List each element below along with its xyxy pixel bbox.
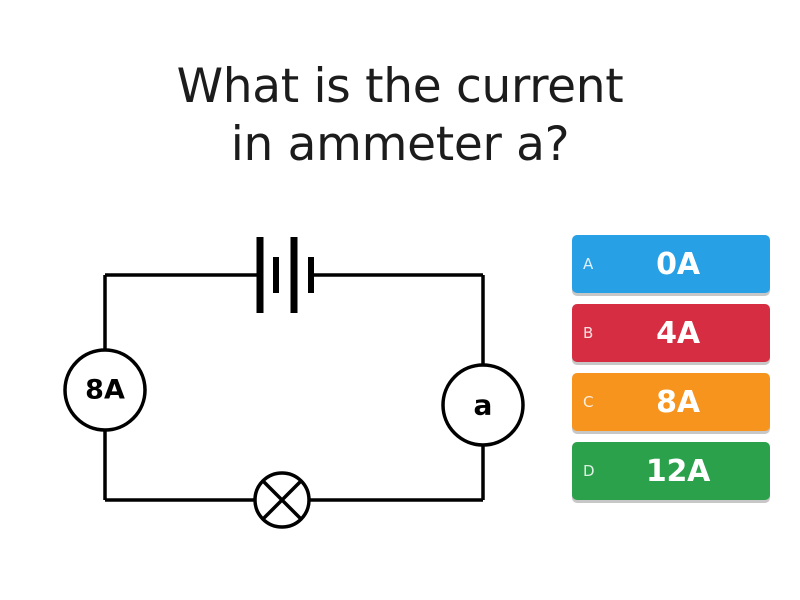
question-line-2: in ammeter a? — [230, 117, 570, 173]
answer-letter-a: A — [583, 255, 594, 273]
question-line-1: What is the current — [176, 59, 624, 114]
circuit-diagram: 8A a — [45, 215, 545, 545]
lamp-symbol — [253, 471, 311, 529]
ammeter-right-label: a — [474, 389, 493, 422]
question-title: What is the current in ammeter a? — [0, 58, 800, 175]
answer-text-a: 0A — [656, 246, 700, 282]
answer-text-b: 4A — [656, 315, 700, 351]
answer-text-c: 8A — [656, 384, 700, 420]
answer-option-d[interactable]: D 12A — [572, 442, 770, 500]
ammeter-left-circle — [63, 348, 147, 432]
answer-option-c[interactable]: C 8A — [572, 373, 770, 431]
answer-option-b[interactable]: B 4A — [572, 304, 770, 362]
answer-text-d: 12A — [645, 453, 711, 489]
ammeter-right-circle — [441, 363, 525, 447]
ammeter-left-label: 8A — [85, 375, 125, 406]
answer-letter-c: C — [583, 393, 594, 411]
answer-letter-b: B — [583, 324, 594, 342]
answer-option-a[interactable]: A 0A — [572, 235, 770, 293]
answer-list: A 0A B 4A C 8A D 12A — [572, 235, 770, 511]
answer-letter-d: D — [583, 462, 595, 480]
battery-symbol — [256, 237, 314, 313]
